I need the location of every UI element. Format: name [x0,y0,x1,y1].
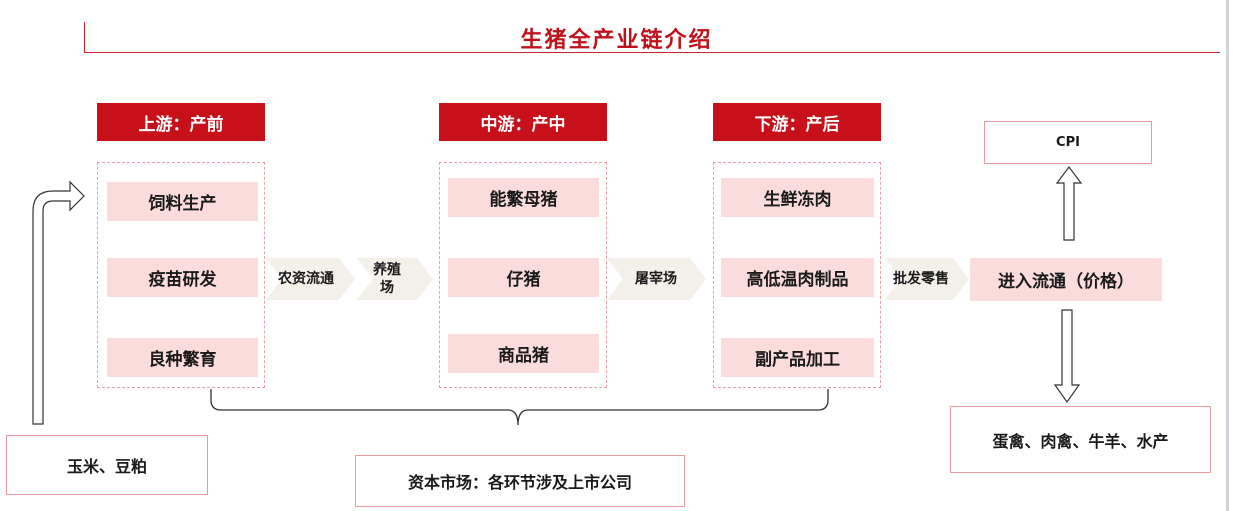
stage-box-downstream [713,162,881,388]
title-underline [84,52,1220,53]
bent-arrow-raw-to-upstream [32,180,85,425]
down-arrow-to-substitutes [1053,309,1081,404]
substitutes-box: 蛋禽、肉禽、牛羊、水产 [950,406,1211,473]
chevron-arrow-1 [266,258,355,300]
curly-brace-capital-market [210,389,829,426]
item-commercial-pigs: 商品猪 [448,334,599,373]
stage-box-upstream [97,162,265,388]
item-feed-production: 饲料生产 [107,182,258,221]
item-breeding: 良种繁育 [107,338,258,377]
stage-header-midstream: 中游：产中 [439,103,607,141]
connector-label-wholesale-retail: 批发零售 [893,271,949,287]
stage-header-downstream: 下游：产后 [713,103,881,141]
up-arrow-to-cpi [1055,166,1083,241]
raw-materials-box: 玉米、豆粕 [6,435,208,495]
item-piglets: 仔猪 [448,258,599,297]
title-left-tick [84,22,85,53]
stage-header-upstream: 上游：产前 [97,103,265,141]
connector-label-agri-circulation: 农资流通 [278,271,334,287]
scrollbar-track[interactable] [1226,0,1229,511]
chevron-arrow-2 [357,258,433,300]
item-meat-products: 高低温肉制品 [721,258,874,297]
item-byproduct-processing: 副产品加工 [721,338,874,377]
chevron-arrow-4 [885,258,969,300]
diagram-title: 生猪全产业链介绍 [520,27,713,53]
capital-market-box: 资本市场：各环节涉及上市公司 [355,455,685,507]
chevron-arrow-3 [607,258,706,300]
circulation-price-box: 进入流通（价格） [970,258,1162,301]
cpi-box: CPI [984,121,1152,164]
item-fresh-frozen-meat: 生鲜冻肉 [721,178,874,217]
connector-label-slaughterhouse: 屠宰场 [635,271,677,287]
stage-box-midstream [439,162,607,388]
item-vaccine-rnd: 疫苗研发 [107,258,258,297]
item-breeding-sows: 能繁母猪 [448,178,599,217]
connector-label-farm: 养殖场 [373,262,401,296]
